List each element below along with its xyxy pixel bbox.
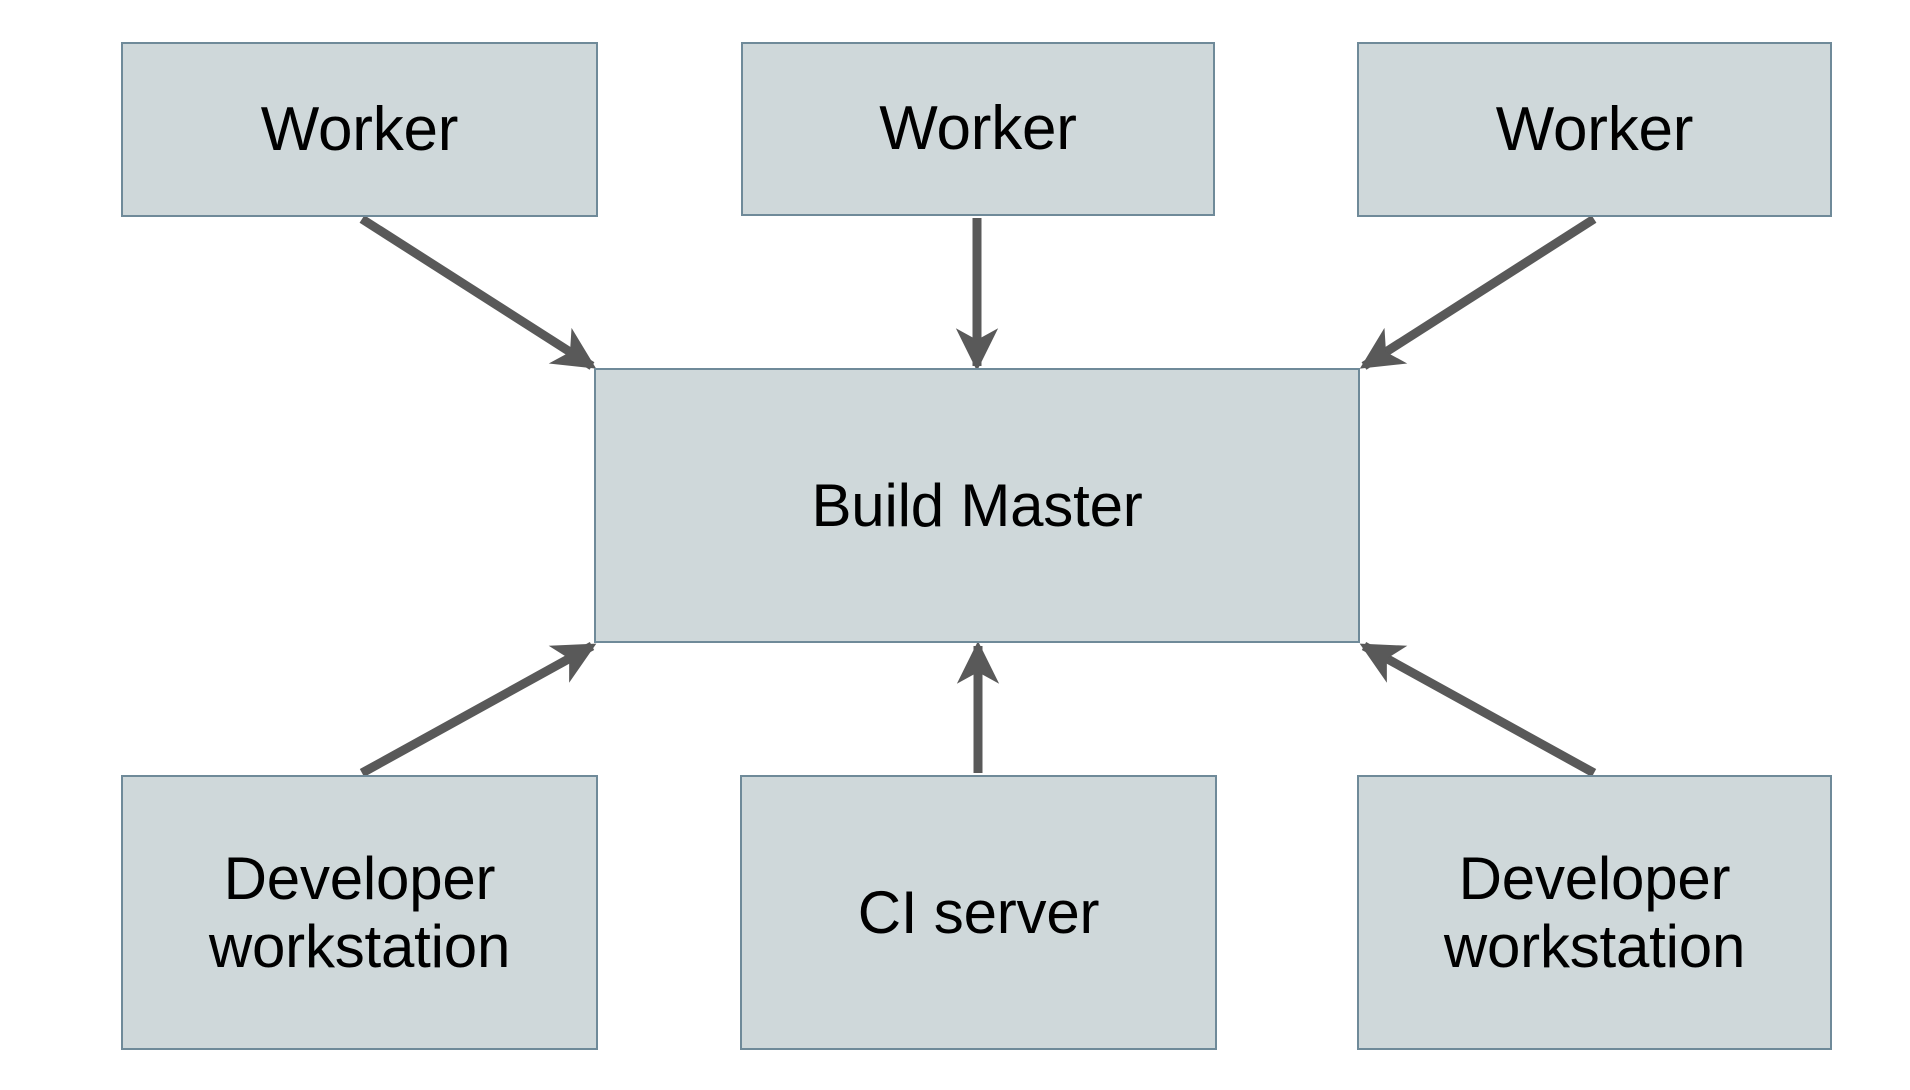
node-developer-workstation-left[interactable]: Developer workstation <box>121 775 598 1050</box>
node-build-master[interactable]: Build Master <box>594 368 1360 643</box>
edge-worker-left-to-master <box>359 215 597 370</box>
node-worker-right[interactable]: Worker <box>1357 42 1832 217</box>
node-ci-server[interactable]: CI server <box>740 775 1217 1050</box>
node-label: Worker <box>1495 94 1694 164</box>
edge-dev-right-to-master <box>1359 642 1597 777</box>
node-label: Build Master <box>811 471 1143 539</box>
node-worker-left[interactable]: Worker <box>121 42 598 217</box>
edge-worker-right-to-master <box>1359 215 1597 370</box>
node-label: Developer workstation <box>208 845 511 980</box>
node-label: CI server <box>857 878 1100 946</box>
node-worker-center[interactable]: Worker <box>741 42 1215 216</box>
node-label: Worker <box>879 94 1077 164</box>
edge-dev-left-to-master <box>359 642 597 777</box>
node-label: Worker <box>260 94 459 164</box>
node-developer-workstation-right[interactable]: Developer workstation <box>1357 775 1832 1050</box>
node-label: Developer workstation <box>1443 845 1746 980</box>
